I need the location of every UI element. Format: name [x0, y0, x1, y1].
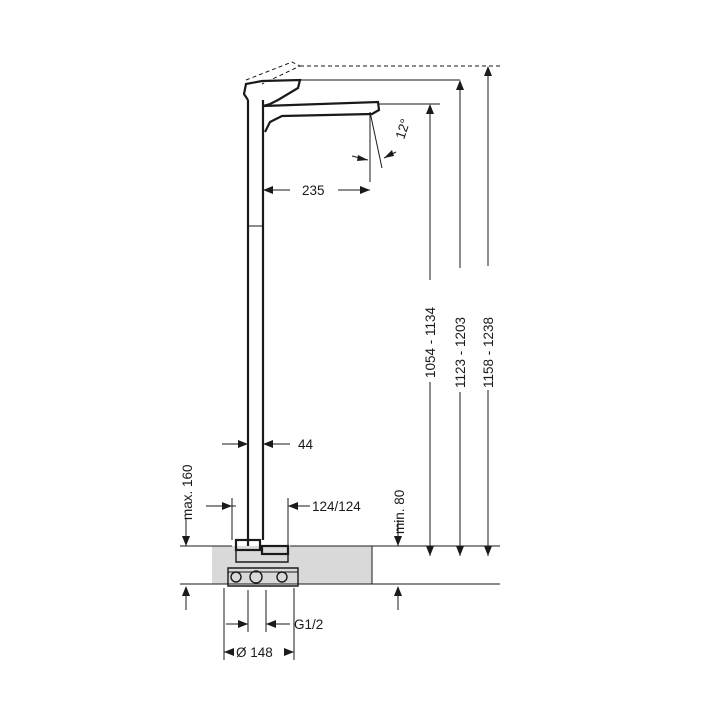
- rosette-label: 124/124: [312, 499, 361, 514]
- base-diameter-label: Ø 148: [236, 645, 273, 660]
- reach-label: 235: [302, 183, 325, 198]
- floor-zone: [212, 546, 372, 584]
- rosette-124-dimension: 124/124: [287, 498, 361, 552]
- max-160-dimension: max. 160: [180, 464, 236, 546]
- angle-12-dimension: 12°: [351, 111, 414, 182]
- min-80-dimension: min. 80: [392, 490, 407, 610]
- height-spout-label: 1054 - 1134: [423, 306, 438, 378]
- pipe-44-dimension: 44: [222, 437, 314, 452]
- height-total-label: 1158 - 1238: [481, 317, 496, 388]
- height-spout-dimension: 1054 - 1134: [423, 104, 438, 556]
- height-body-label: 1123 - 1203: [453, 317, 468, 388]
- floor-reference-lines: [180, 545, 500, 585]
- floor-top-arrow: [182, 586, 190, 610]
- pipe-label: 44: [298, 437, 314, 452]
- min-80-label: min. 80: [392, 490, 407, 534]
- max-160-label: max. 160: [180, 464, 195, 520]
- thread-label: G1/2: [294, 617, 323, 632]
- height-total-dimension: 1158 - 1238: [481, 66, 496, 556]
- angle-label: 12°: [393, 117, 414, 141]
- g12-dimension: G1/2: [226, 590, 323, 632]
- reach-235-dimension: 235: [262, 160, 370, 198]
- base-148-dimension: Ø 148: [223, 588, 295, 660]
- height-body-dimension: 1123 - 1203: [453, 80, 468, 556]
